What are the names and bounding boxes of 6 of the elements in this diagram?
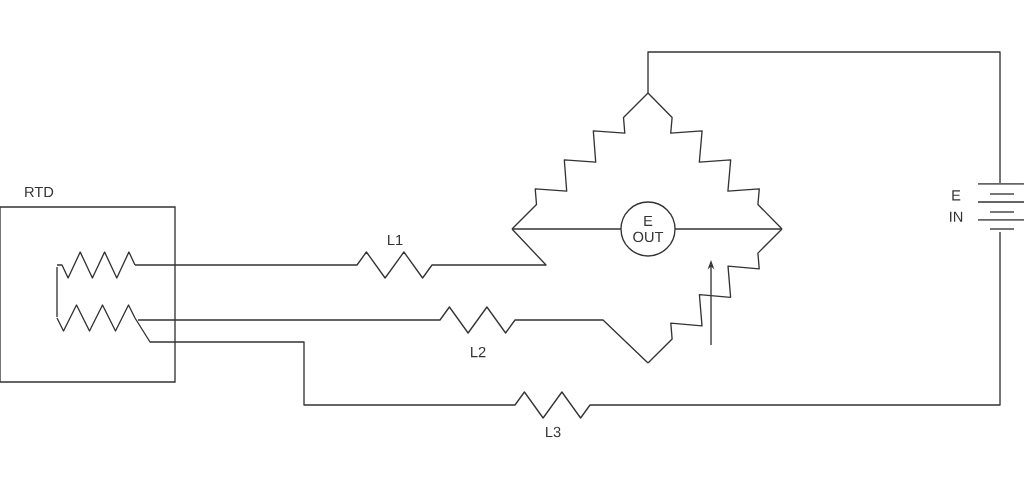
resistor-label: L2 [471,346,486,358]
resistor-label: L3 [546,426,561,438]
resistor-label: L1 [388,234,403,246]
battery-label: E IN [950,190,963,222]
node-label: RTD [25,186,54,197]
rtd-box: RTD [0,186,176,383]
